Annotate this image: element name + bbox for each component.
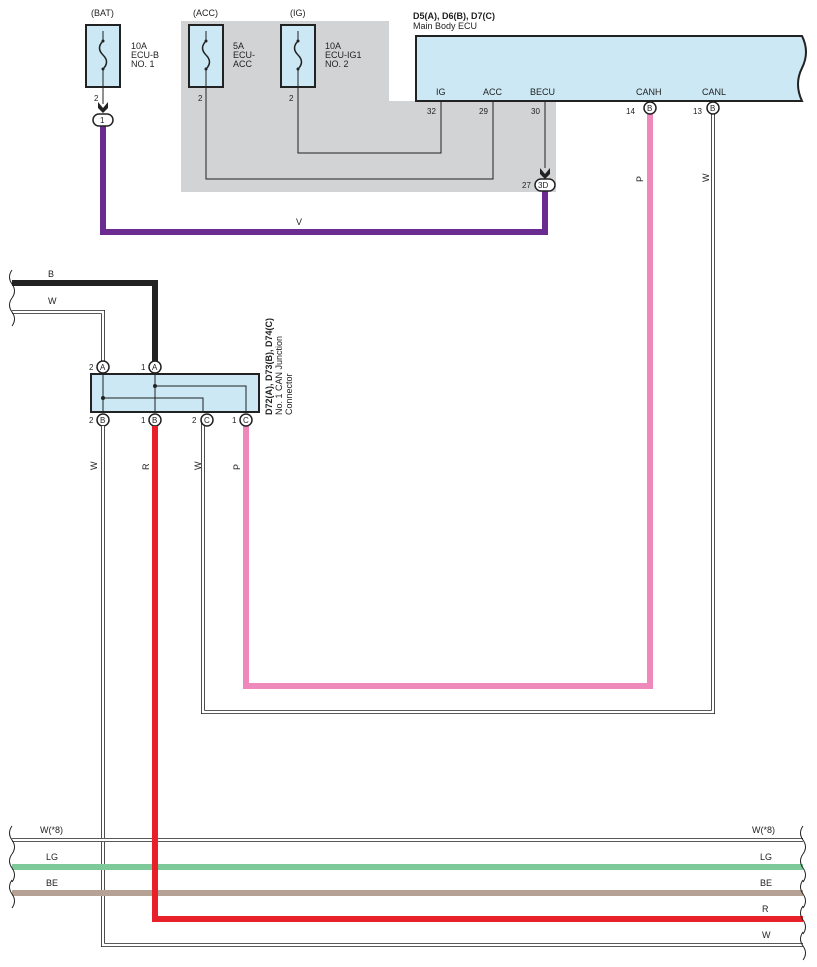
wire-canh (243, 114, 653, 689)
ecu-canh-conn: B (647, 104, 652, 113)
ecu-pin-29: 29 (479, 107, 488, 116)
break-marks-left (9, 825, 15, 909)
bus-right-r: R (762, 904, 769, 914)
wire-label-jb-r: R (141, 463, 151, 470)
fuse-ig-rating: 10A (325, 41, 341, 51)
ecu-canl-connector (706, 101, 720, 115)
ecu-term-canh: CANH (636, 87, 662, 97)
wire-w-top (12, 310, 105, 362)
ecu-connectors: D5(A), D6(B), D7(C) (413, 11, 495, 21)
fuse-acc-rating: 5A (233, 41, 244, 51)
ecu-canh-connector (643, 101, 657, 115)
main-body-ecu-box (415, 35, 807, 102)
fuse-bat-rating: 10A (131, 41, 147, 51)
can-junction-pin-1c-num: 1 (232, 416, 237, 425)
fuse-acc-pin: 2 (198, 94, 203, 103)
ecu-term-ig: IG (436, 87, 446, 97)
bus-right-w: W (762, 930, 771, 940)
can-junction-pin-2c (200, 413, 214, 427)
bus-left-lg: LG (46, 852, 58, 862)
can-junction-pin-2b-num: 2 (89, 416, 94, 425)
wire-r (152, 426, 803, 922)
ecu-name: Main Body ECU (413, 21, 477, 31)
bus-left-w8: W(*8) (40, 825, 63, 835)
fuse-bat-name2: NO. 1 (131, 59, 155, 69)
wire-label-canh: P (635, 176, 645, 182)
wire-label-w-top: W (48, 296, 57, 306)
bat-arrow (98, 102, 108, 113)
ecu-pin-13: 13 (693, 107, 702, 116)
becu-arrow (540, 168, 550, 179)
fuse-acc-name1: ECU- (233, 50, 255, 60)
ecu-canl-conn: B (710, 104, 715, 113)
can-junction-box (90, 373, 260, 413)
can-junction-pin-1c (239, 413, 253, 427)
fuse-ecu-b-no1 (85, 24, 121, 88)
can-junction-pin-1b-conn: B (152, 416, 157, 425)
wire-label-canl: W (701, 173, 711, 182)
wire-v (100, 124, 548, 235)
can-junction-pin-2a-conn: A (100, 363, 106, 372)
ecu-pin-32: 32 (427, 107, 436, 116)
wire-label-jc-w: W (193, 461, 203, 470)
can-junction-pin-1c-conn: C (243, 416, 249, 425)
can-junction-pin-1b-num: 1 (141, 416, 146, 425)
wire-label-b: B (48, 269, 54, 279)
ecu-internal-wiring (205, 87, 546, 180)
can-junction-pin-1a (148, 360, 162, 374)
can-junction-pin-2a-num: 2 (89, 363, 94, 372)
ecu-term-acc: ACC (483, 87, 503, 97)
junction-3d-connector (534, 178, 556, 192)
bus-right-w8: W(*8) (752, 825, 775, 835)
bat-conn-label: 1 (100, 116, 105, 125)
break-marks-right (800, 825, 806, 961)
bus-right-be: BE (760, 878, 772, 888)
fuse-ecu-ig1-no2 (280, 24, 316, 88)
wire-label-jc-p: P (232, 464, 242, 470)
ecu-term-becu: BECU (530, 87, 555, 97)
wire-label-jb-w: W (89, 461, 99, 470)
bus-left-be: BE (46, 878, 58, 888)
ecu-term-canl: CANL (702, 87, 726, 97)
bat-connector (92, 113, 114, 127)
can-junction-name2: Connector (284, 373, 294, 415)
can-junction-pin-2a (96, 360, 110, 374)
wire-label-v: V (296, 217, 302, 227)
ecu-internal-area (181, 21, 556, 192)
can-junction-pin-2b-conn: B (100, 416, 105, 425)
junction-3d-label: 3D (538, 181, 548, 190)
fuse-ig-pin: 2 (289, 94, 294, 103)
can-junction-pin-2c-num: 2 (192, 416, 197, 425)
fuse-ecu-acc (188, 24, 224, 88)
fuse-bat-name1: ECU-B (131, 50, 159, 60)
fuse-ig-name1: ECU-IG1 (325, 50, 362, 60)
junction-3d-pin: 27 (522, 181, 531, 190)
fuse-ig-supply: (IG) (290, 8, 306, 18)
can-junction-connectors: D72(A), D73(B), D74(C) (264, 318, 274, 415)
bus-right-lg: LG (760, 852, 772, 862)
can-junction-pin-1a-num: 1 (141, 363, 146, 372)
fuse-bat-supply: (BAT) (91, 8, 114, 18)
ecu-pin-14: 14 (626, 107, 635, 116)
fuse-bat-pin: 2 (94, 94, 99, 103)
can-junction-pin-1a-conn: A (152, 363, 158, 372)
ecu-pin-30: 30 (531, 107, 540, 116)
fuse-acc-supply: (ACC) (193, 8, 218, 18)
can-junction-internal (102, 374, 247, 412)
fuse-acc-name2: ACC (233, 59, 253, 69)
wire-b (12, 280, 158, 362)
fuse-ig-name2: NO. 2 (325, 59, 349, 69)
can-junction-name1: No. 1 CAN Junction (274, 336, 284, 415)
can-junction-pin-2c-conn: C (204, 416, 210, 425)
